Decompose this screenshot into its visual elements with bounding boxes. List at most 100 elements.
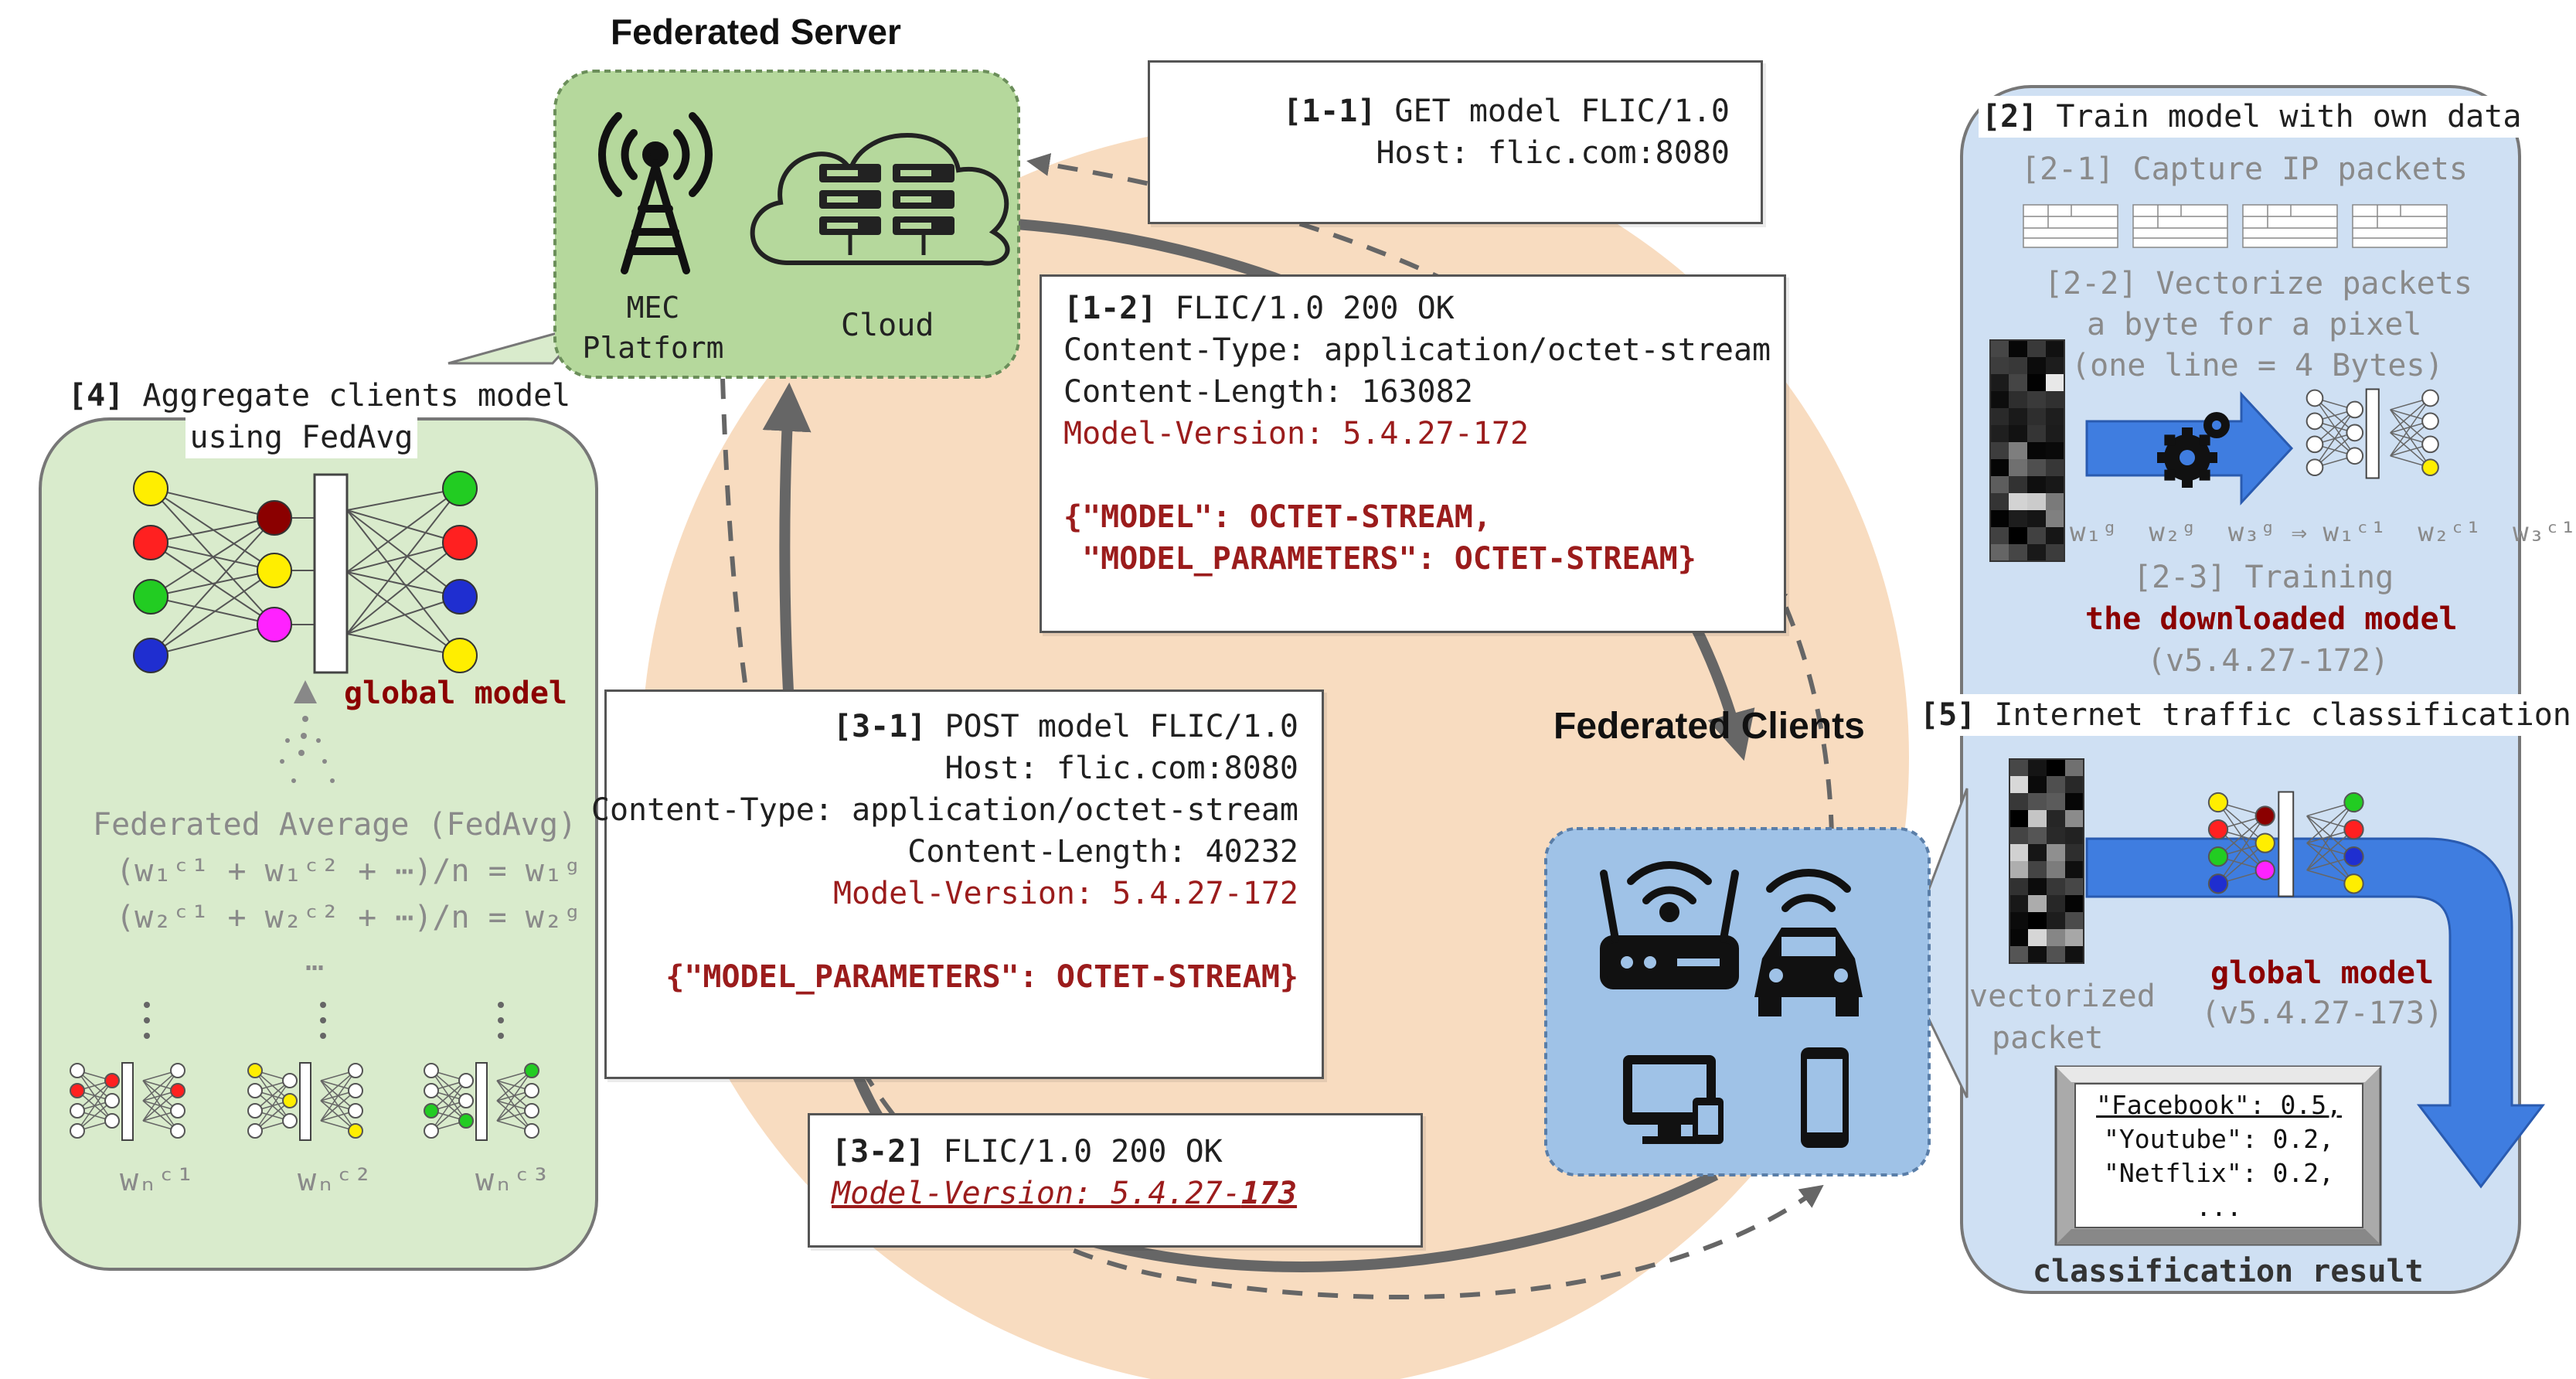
msg-1-1-line2: Host: flic.com:8080 <box>1376 135 1730 171</box>
msg-3-1-id: [3-1] <box>832 709 927 744</box>
msg-3-1-host: Host: flic.com:8080 <box>944 751 1298 786</box>
step-2-2-detail: a byte for a pixel <box>2087 307 2422 342</box>
vectorized-packet-image-5 <box>2009 758 2084 964</box>
cloud-icon <box>750 133 1010 266</box>
panel5-title-text: Internet traffic classification <box>1994 697 2571 733</box>
msg-3-1-method: POST model FLIC/1.0 <box>944 709 1298 744</box>
desktop-icon <box>1623 1055 1724 1144</box>
step-2-3-version: (v5.4.27-172) <box>2147 643 2390 679</box>
global-network-bar <box>313 473 349 674</box>
step-2-3-id: [2-3] <box>2133 560 2227 595</box>
result-facebook: "Facebook": 0.5, <box>2096 1090 2342 1120</box>
msg-3-1-content-length: Content-Length: 40232 <box>907 834 1298 870</box>
mini-network-dots <box>144 1002 504 1039</box>
msg-1-2-content-length: Content-Length: 163082 <box>1063 374 1473 410</box>
result-more: ... <box>2196 1192 2242 1222</box>
step-2-1: [2-1] Capture IP packets <box>2021 148 2468 190</box>
step-2-3-model: the downloaded model <box>2085 601 2458 637</box>
result-netflix: "Netflix": 0.2, <box>2103 1158 2334 1188</box>
panel4-title-text: Aggregate clients model <box>142 378 571 414</box>
panel4-id: [4] <box>68 378 124 414</box>
step-2-3: [2-3] Training <box>2133 557 2394 598</box>
msg-3-2-status: FLIC/1.0 200 OK <box>943 1134 1223 1170</box>
tower-icon <box>597 112 713 274</box>
panel5-version: (v5.4.27-173) <box>2201 996 2444 1031</box>
fedavg-ellipsis: … <box>305 942 325 978</box>
vectorized-packet-image <box>1989 339 2065 562</box>
panel5-title: [5] Internet traffic classification <box>1917 694 2574 736</box>
panel2-title-text: Train model with own data <box>2056 99 2522 134</box>
client-weight-c1: wₙᶜ¹ <box>120 1163 195 1198</box>
message-3-1: [3-1] POST model FLIC/1.0 Host: flic.com… <box>591 690 1324 1079</box>
client-weight-c2: wₙᶜ² <box>298 1163 373 1198</box>
step-2-1-text: Capture IP packets <box>2132 152 2468 187</box>
vectorized-label-2: packet <box>1992 1020 2104 1056</box>
global-network-nodes <box>133 471 478 673</box>
panel4-global-model: global model <box>344 676 567 711</box>
message-1-2: [1-2] FLIC/1.0 200 OK Content-Type: appl… <box>1040 274 1786 633</box>
panel4-subtitle: using FedAvg <box>185 417 417 458</box>
msg-1-2-line1: [1-2] FLIC/1.0 200 OK <box>1063 288 1455 329</box>
training-network <box>2305 388 2439 479</box>
msg-1-2-body-1: {"MODEL": OCTET-STREAM, <box>1063 499 1492 535</box>
weight-update: w₁ᵍ w₂ᵍ w₃ᵍ ⇒ w₁ᶜ¹ w₂ᶜ¹ w₃ᶜ¹ <box>2070 517 2576 548</box>
step-2-2-note: (one line = 4 Bytes) <box>2071 348 2444 383</box>
step-2-2-text: Vectorize packets <box>2156 266 2472 301</box>
msg-3-1-model-version: Model-Version: 5.4.27-172 <box>832 876 1298 911</box>
client-network-c3 <box>424 1062 539 1141</box>
msg-1-2-body-2: "MODEL_PARAMETERS": OCTET-STREAM} <box>1063 541 1696 577</box>
msg-3-1-content-type: Content-Type: application/octet-stream <box>590 792 1298 828</box>
panel5-global-model: global model <box>2210 955 2434 991</box>
ip-packet-icons <box>2023 204 2448 248</box>
aggregate-up-arrow <box>280 680 335 783</box>
result-frame <box>2054 1065 2382 1246</box>
panel4-title: [4] Aggregate clients model <box>63 375 576 417</box>
msg-3-2-version-new: 173 <box>1240 1176 1298 1211</box>
message-3-2: [3-2] FLIC/1.0 200 OK Model-Version: 5.4… <box>808 1113 1423 1248</box>
panel2-id: [2] <box>1982 99 2038 134</box>
msg-3-2-model-version: Model-Version: 5.4.27-173 <box>832 1173 1297 1214</box>
result-youtube: "Youtube": 0.2, <box>2103 1124 2334 1154</box>
msg-3-1-line1: [3-1] POST model FLIC/1.0 <box>833 706 1298 747</box>
step-2-2-id: [2-2] <box>2044 266 2138 301</box>
step-2-3-text: Training <box>2244 560 2394 595</box>
router-icon <box>1600 860 1739 989</box>
msg-1-2-id: [1-2] <box>1063 291 1157 326</box>
step-2-1-id: [2-1] <box>2021 152 2115 187</box>
fedavg-eq1: (w₁ᶜ¹ + w₁ᶜ² + ⋯)/n = w₁ᵍ <box>116 853 582 889</box>
vectorized-label-1: vectorized <box>1969 979 2156 1014</box>
msg-1-1-text: GET model FLIC/1.0 <box>1394 94 1730 129</box>
client-network-c2 <box>247 1062 363 1141</box>
clients-title: Federated Clients <box>1553 706 1865 747</box>
msg-3-1-body: {"MODEL_PARAMETERS": OCTET-STREAM} <box>665 959 1298 995</box>
classification-arrow <box>2085 837 2546 1189</box>
cloud-label: Cloud <box>841 308 934 343</box>
server-title: Federated Server <box>611 12 901 52</box>
global-network-5 <box>2207 791 2364 897</box>
result-list: "Facebook": 0.5, "Youtube": 0.2, "Netfli… <box>2079 1088 2359 1224</box>
msg-1-2-status: FLIC/1.0 200 OK <box>1175 291 1455 326</box>
message-1-1: [1-1] GET model FLIC/1.0 Host: flic.com:… <box>1148 60 1763 224</box>
panel2-title: [2] Train model with own data <box>1979 96 2525 138</box>
msg-1-2-model-version: Model-Version: 5.4.27-172 <box>1063 416 1530 451</box>
msg-1-1-line1: [1-1] GET model FLIC/1.0 <box>1283 90 1730 132</box>
msg-3-2-id: [3-2] <box>832 1134 925 1170</box>
msg-3-2-line1: [3-2] FLIC/1.0 200 OK <box>832 1131 1223 1173</box>
panel2-background <box>1960 85 2521 1294</box>
fedavg-eq2: (w₂ᶜ¹ + w₂ᶜ² + ⋯)/n = w₂ᵍ <box>116 900 582 935</box>
step-2-2: [2-2] Vectorize packets <box>2044 263 2472 305</box>
classification-result-label: classification result <box>2033 1254 2424 1289</box>
panel5-id: [5] <box>1920 697 1976 733</box>
msg-3-2-version-prefix: Model-Version: 5.4.27- <box>832 1176 1241 1211</box>
client-network-c1 <box>70 1062 185 1141</box>
mec-platform-label: MEC Platform <box>582 291 724 365</box>
msg-1-2-content-type: Content-Type: application/octet-stream <box>1063 332 1771 368</box>
phone-icon <box>1801 1047 1849 1148</box>
gear-icon <box>2157 412 2230 488</box>
fedavg-title: Federated Average (FedAvg) <box>93 807 577 843</box>
car-icon <box>1754 868 1863 1016</box>
client-weight-c3: wₙᶜ³ <box>475 1163 550 1198</box>
msg-1-1-id: [1-1] <box>1283 94 1376 129</box>
panel5-callout <box>1900 788 1969 1098</box>
